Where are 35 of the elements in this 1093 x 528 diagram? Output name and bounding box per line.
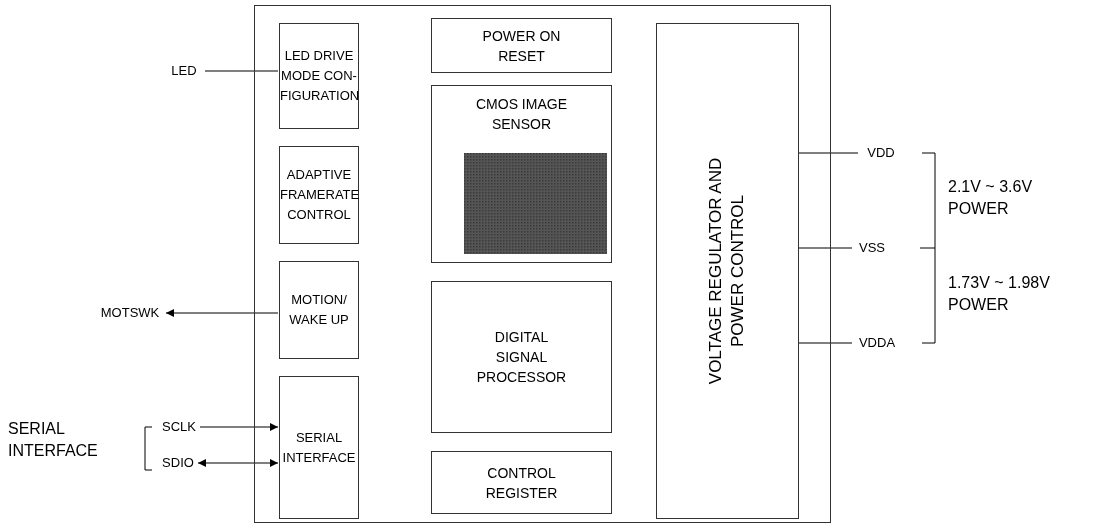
pin-name: SCLK [161,418,197,436]
pin-name: VDDA [857,334,897,352]
annotation-text: 1.73V ~ 1.98V POWER [948,273,1051,315]
block-label: POWER ON RESET [481,26,562,66]
block-label: SERIAL INTERFACE [281,428,357,467]
pin-name: VSS [858,239,886,257]
block-label: MOTION/ WAKE UP [288,291,350,329]
block-box [431,281,612,433]
block-label: DIGITAL SIGNAL PROCESSOR [475,328,568,387]
block-box [279,23,359,129]
block-box [431,18,612,73]
pin-name: LED [170,62,198,80]
block-label: LED DRIVE MODE CON- FIGURATION [280,47,358,105]
block-box [431,85,612,263]
block-box [279,376,359,519]
arrow [165,309,279,317]
block-box [279,261,359,359]
block-box [431,451,612,514]
block-box [656,23,799,519]
signal-line [797,247,853,249]
block-label: CONTROL REGISTER [484,463,559,503]
block-label: VOLTAGE REGULATOR AND POWER CONTROL [705,156,748,387]
pin-name: VDD [866,144,896,162]
annotation-text: SERIAL INTERFACE [8,419,99,461]
pin-name: MOTSWK [99,304,161,322]
signal-line [204,70,279,72]
signal-line [797,342,853,344]
chip-outline-box [254,5,831,523]
block-box [279,146,359,244]
pin-name: SDIO [161,454,195,472]
signal-line [797,152,859,154]
block-label: CMOS IMAGE SENSOR [475,95,568,134]
arrow [199,423,279,431]
annotation-text: 2.1V ~ 3.6V POWER [948,177,1034,219]
arrow [197,459,279,467]
